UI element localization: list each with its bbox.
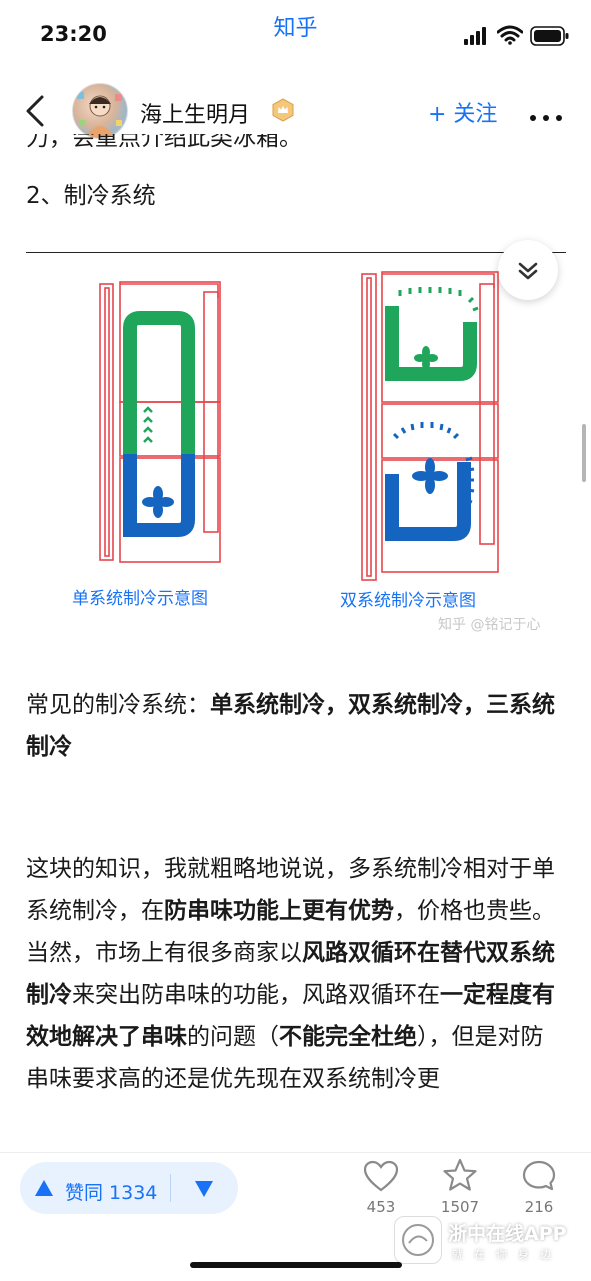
section-heading: 2、制冷系统 bbox=[26, 183, 156, 209]
paragraph-bold: 不能完全杜绝 bbox=[279, 1024, 417, 1050]
comment-action[interactable]: 216 bbox=[504, 1159, 574, 1216]
caption-double-system: 双系统制冷示意图 bbox=[340, 591, 476, 611]
paragraph-text: ，价格也贵些。当然，市场上有很多商家以 bbox=[26, 898, 555, 966]
back-arrow-icon[interactable] bbox=[22, 94, 50, 128]
paragraph-text: 的问题（ bbox=[187, 1024, 279, 1050]
partial-text-line: 力，会重点介绍此类冰箱。 bbox=[26, 134, 566, 160]
comment-bubble-icon bbox=[522, 1160, 556, 1191]
refrigeration-diagram: 单系统制冷示意图 双系统制冷示意图 bbox=[72, 271, 499, 611]
author-avatar[interactable] bbox=[72, 83, 128, 139]
paragraph-bold: 单系统制冷，双系统制冷，三系统制冷 bbox=[26, 692, 555, 760]
paragraph-text: 常见的制冷系统： bbox=[26, 692, 210, 718]
vote-down-icon[interactable] bbox=[194, 1180, 214, 1198]
app-brand-title: 知乎 bbox=[273, 16, 318, 41]
star-icon bbox=[443, 1158, 477, 1191]
vote-divider bbox=[170, 1174, 171, 1202]
app-watermark-logo-icon bbox=[394, 1216, 442, 1264]
single-fan-icon bbox=[142, 486, 174, 518]
single-green-loop bbox=[123, 311, 195, 454]
paragraph-text: 来突出防串味的功能，风路双循环在 bbox=[72, 982, 440, 1008]
more-options-icon[interactable] bbox=[530, 106, 569, 125]
vote-up-icon[interactable] bbox=[34, 1179, 54, 1197]
signal-icon bbox=[464, 27, 492, 45]
image-watermark: 知乎 @铭记于心 bbox=[438, 617, 541, 633]
author-name[interactable]: 海上生明月 bbox=[140, 103, 251, 128]
double-blue-fan-icon bbox=[412, 458, 448, 494]
paragraph-knowledge: 这块的知识，我就粗略地说说，多系统制冷相对于单系统制冷，在防串味功能上更有优势，… bbox=[26, 848, 556, 1100]
avatar-illustration-icon bbox=[77, 92, 122, 138]
status-time: 23:20 bbox=[40, 22, 107, 46]
double-green-fan-icon bbox=[414, 346, 438, 370]
home-indicator[interactable] bbox=[190, 1262, 402, 1268]
collapse-button[interactable] bbox=[498, 240, 558, 300]
double-green-loop bbox=[385, 306, 477, 381]
caption-single-system: 单系统制冷示意图 bbox=[72, 589, 208, 609]
section-divider bbox=[26, 252, 566, 253]
partial-text-line-content: 力，会重点介绍此类冰箱。 bbox=[26, 134, 302, 151]
wifi-icon bbox=[497, 25, 523, 45]
paragraph-bold: 一定程度有效地解决了串味 bbox=[26, 982, 555, 1050]
like-count: 453 bbox=[366, 1198, 396, 1216]
paragraph-text: ），但是对防串味要求高的还是优先现在双系统制冷更 bbox=[26, 1024, 544, 1092]
app-watermark-subtitle: 就在你身边 bbox=[452, 1248, 562, 1261]
heart-icon bbox=[363, 1160, 399, 1192]
single-system-fridge bbox=[99, 281, 221, 563]
crown-badge-icon bbox=[272, 98, 294, 122]
single-airflow-marks bbox=[143, 406, 153, 443]
paragraph-bold: 防串味功能上更有优势 bbox=[164, 898, 394, 924]
app-watermark-title: 浙中在线APP bbox=[448, 1223, 567, 1245]
like-action[interactable]: 453 bbox=[346, 1160, 416, 1216]
double-blue-airflow bbox=[392, 422, 475, 515]
comment-count: 216 bbox=[524, 1198, 554, 1216]
double-chevron-down-icon bbox=[518, 262, 538, 280]
single-blue-loop bbox=[123, 454, 195, 537]
vote-up-button[interactable]: 赞同 1334 bbox=[65, 1182, 158, 1204]
battery-icon bbox=[530, 26, 569, 46]
favorite-count: 1507 bbox=[440, 1198, 480, 1216]
double-blue-loop bbox=[385, 462, 471, 541]
paragraph-systems: 常见的制冷系统：单系统制冷，双系统制冷，三系统制冷 bbox=[26, 684, 556, 768]
paragraph-text: 这块的知识，我就粗略地说说，多系统制冷相对于单系统制冷，在 bbox=[26, 856, 555, 924]
follow-button[interactable]: + 关注 bbox=[428, 102, 498, 127]
double-system-fridge bbox=[361, 271, 499, 581]
favorite-action[interactable]: 1507 bbox=[425, 1158, 495, 1216]
double-green-airflow bbox=[398, 287, 479, 312]
paragraph-bold: 风路双循环在替代双系统制冷 bbox=[26, 940, 555, 1008]
scrollbar-thumb[interactable] bbox=[582, 424, 586, 482]
